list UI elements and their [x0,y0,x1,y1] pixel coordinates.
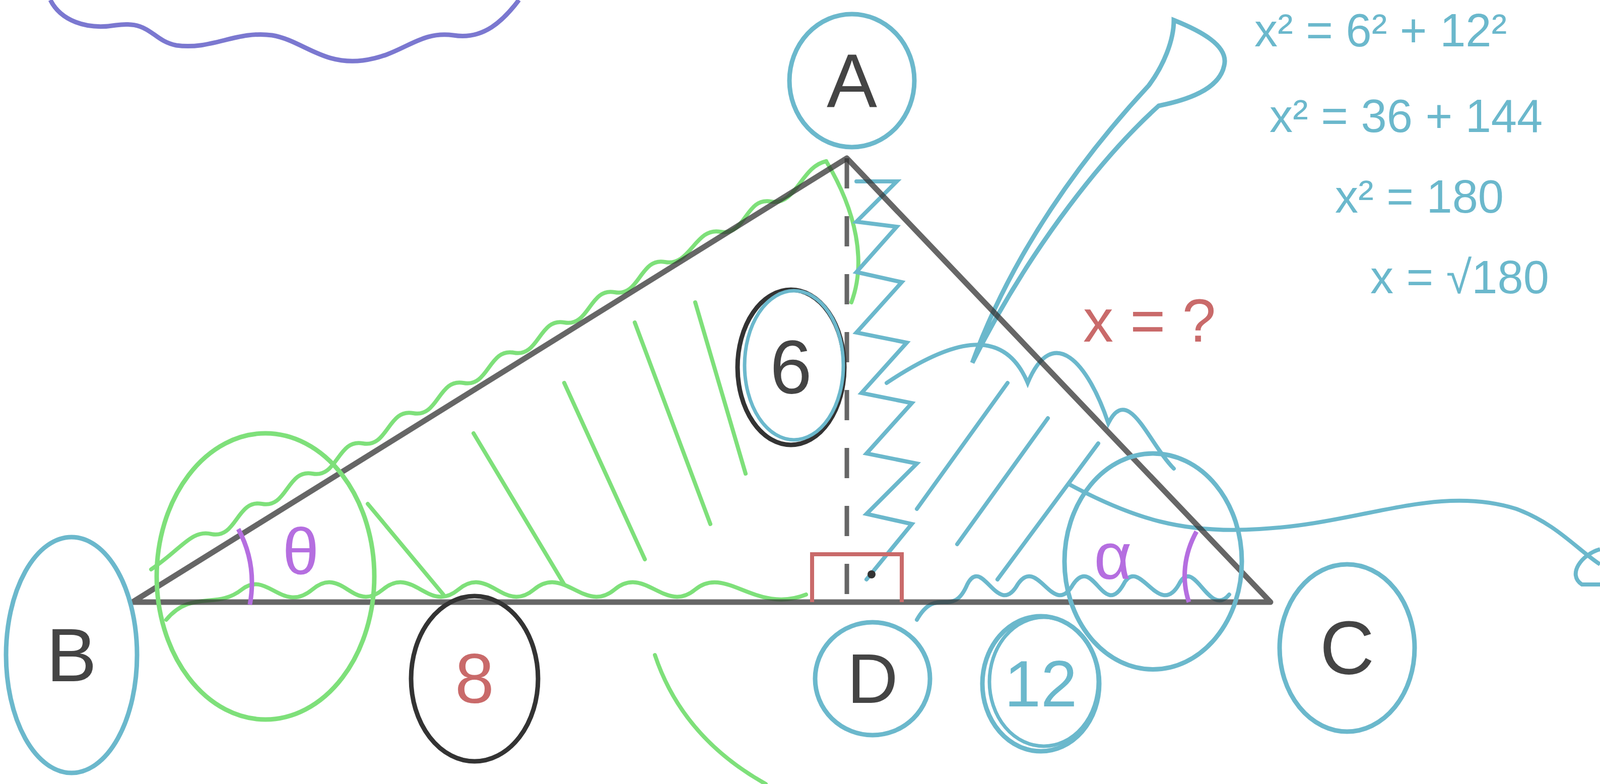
circle-outline [1061,450,1245,673]
circle-outline [153,430,378,723]
circled-label: C [1276,561,1418,735]
triangle [132,158,1271,603]
leader-curve [1068,483,1600,565]
equation-line: x² = 6² + 12² [1254,5,1507,56]
equation-line: x = √180 [1370,251,1550,303]
node-text: 8 [454,643,495,714]
theta-arc [238,528,252,605]
circled-label: B [3,534,141,776]
green-hatch [151,161,859,784]
blue-arrow [972,20,1225,363]
node-text: D [846,643,898,714]
node-text: 6 [769,329,812,406]
circled-label: D [812,619,933,739]
equation-line: x² = 180 [1335,171,1504,223]
right-angle-dot [867,570,876,579]
node-text: C [1319,610,1375,686]
node-text: 12 [1004,650,1078,717]
node-text: α [1093,523,1132,589]
circled-label: A [786,11,918,151]
right-angle-mark [812,554,902,603]
circled-label: 6 [734,286,848,448]
blue-hatch [856,181,1230,620]
equation-line: x² = 36 + 144 [1269,90,1543,142]
cut-doodle [1575,549,1600,585]
circled-label: 12 [979,613,1103,755]
node-text: B [46,617,97,693]
node-text: θ [282,518,319,584]
circled-label: α [1061,450,1245,673]
circled-label: θ [153,430,378,723]
unknown-label: x = ? [1083,287,1217,354]
alpha-arc [1184,531,1197,603]
cloud-doodle [50,0,519,61]
node-text: A [826,42,878,119]
circled-label: 8 [408,592,542,765]
